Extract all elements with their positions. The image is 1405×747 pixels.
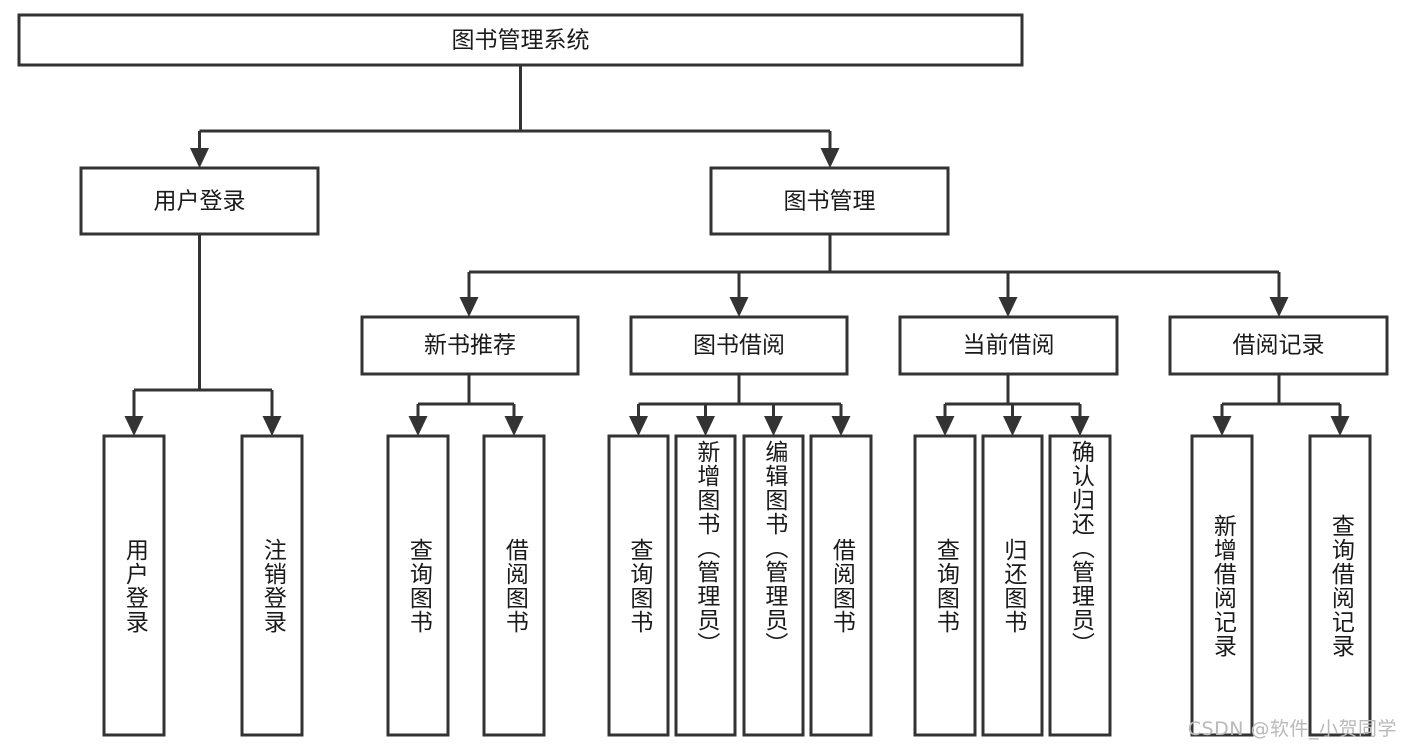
node-label: 借阅记录	[1233, 333, 1325, 359]
leaf-box-query-book-recommend[interactable]	[386, 434, 450, 737]
leaf-box-edit-book[interactable]	[742, 434, 805, 737]
leaf-box-query-book-current[interactable]	[913, 434, 977, 737]
node-current-borrow[interactable]: 当前借阅	[898, 315, 1119, 376]
arrow-head-icon	[459, 297, 479, 317]
connector-userlogin-to-leaves	[124, 234, 282, 436]
node-book-borrow[interactable]: 图书借阅	[629, 315, 849, 376]
node-box	[898, 315, 1119, 376]
connector-root-to-level2	[190, 65, 840, 168]
node-box	[79, 166, 320, 236]
arrow-head-icon	[190, 148, 209, 168]
connector-recommend-to-leaves	[408, 374, 524, 436]
node-label: 图书管理	[784, 189, 876, 215]
arrow-head-icon	[998, 297, 1018, 317]
arrow-head-icon	[629, 416, 648, 436]
node-box	[1168, 315, 1389, 376]
node-label: 当前借阅	[963, 333, 1055, 359]
node-box	[629, 315, 849, 376]
node-book-management[interactable]: 图书管理	[709, 166, 950, 236]
node-label: 用户登录	[154, 189, 246, 215]
connector-record-to-leaves	[1212, 374, 1350, 436]
node-root[interactable]: 图书管理系统	[17, 13, 1024, 67]
arrow-head-icon	[124, 416, 144, 436]
leaf-box-borrow-book[interactable]	[809, 434, 873, 737]
arrow-head-icon	[504, 416, 524, 436]
node-borrow-record[interactable]: 借阅记录	[1168, 315, 1389, 376]
connector-bookmgmt-to-level3	[459, 234, 1289, 317]
watermark-text: CSDN @软件_小贺同学	[1187, 718, 1397, 740]
node-label: 图书借阅	[693, 333, 785, 359]
arrow-head-icon	[696, 416, 715, 436]
leaf-box-borrow-book-recommend[interactable]	[482, 434, 546, 737]
arrow-head-icon	[729, 297, 749, 317]
leaf-boxes	[102, 434, 1372, 737]
leaf-box-user-login[interactable]	[102, 434, 166, 737]
leaf-box-query-borrow-record[interactable]	[1308, 434, 1372, 737]
arrow-head-icon	[764, 416, 783, 436]
arrow-head-icon	[1269, 297, 1289, 317]
arrow-head-icon	[262, 416, 282, 436]
arrow-head-icon	[831, 416, 851, 436]
leaf-box-add-book[interactable]	[674, 434, 737, 737]
node-box	[17, 13, 1024, 67]
connector-current-to-leaves	[935, 374, 1090, 436]
node-box	[360, 315, 580, 376]
leaf-box-add-borrow-record[interactable]	[1190, 434, 1254, 737]
arrow-head-icon	[820, 148, 840, 168]
node-new-book-recommend[interactable]: 新书推荐	[360, 315, 580, 376]
arrow-head-icon	[1003, 416, 1022, 436]
arrow-head-icon	[1070, 416, 1090, 436]
node-box	[709, 166, 950, 236]
arrow-head-icon	[935, 416, 955, 436]
node-label: 图书管理系统	[452, 28, 590, 54]
leaf-box-confirm-return[interactable]	[1048, 434, 1112, 737]
connector-borrow-to-leaves	[629, 374, 851, 436]
node-label: 新书推荐	[424, 333, 516, 359]
arrow-head-icon	[1330, 416, 1350, 436]
arrow-head-icon	[1212, 416, 1232, 436]
leaf-box-logout[interactable]	[240, 434, 304, 737]
leaf-box-return-book[interactable]	[981, 434, 1044, 737]
node-user-login[interactable]: 用户登录	[79, 166, 320, 236]
arrow-head-icon	[408, 416, 428, 436]
leaf-box-query-book-borrow[interactable]	[607, 434, 670, 737]
